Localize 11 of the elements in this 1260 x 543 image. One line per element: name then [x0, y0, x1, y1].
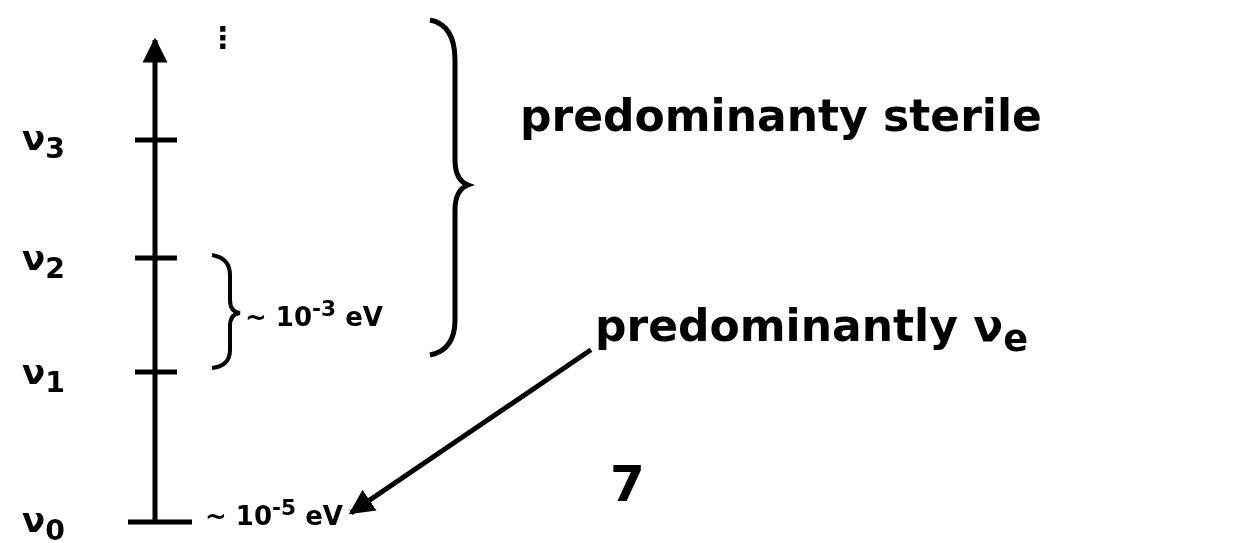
level-label: ν$_{2}$	[22, 238, 65, 285]
arrow	[348, 347, 593, 515]
energy-label: ~ 10$^{-3}$ eV	[245, 296, 383, 332]
page-number: 7	[610, 455, 645, 513]
state-label: predominantly ν$_{e}$	[595, 300, 1028, 360]
level-label: ν$_{1}$	[22, 352, 65, 399]
state-label: predominanty sterile	[520, 90, 1042, 141]
energy-label: ~ 10$^{-5}$ eV	[205, 495, 343, 531]
ellipsis: ⋮	[208, 20, 238, 55]
level-label: ν$_{3}$	[22, 118, 65, 165]
level-label: ν$_{0}$	[22, 500, 65, 543]
